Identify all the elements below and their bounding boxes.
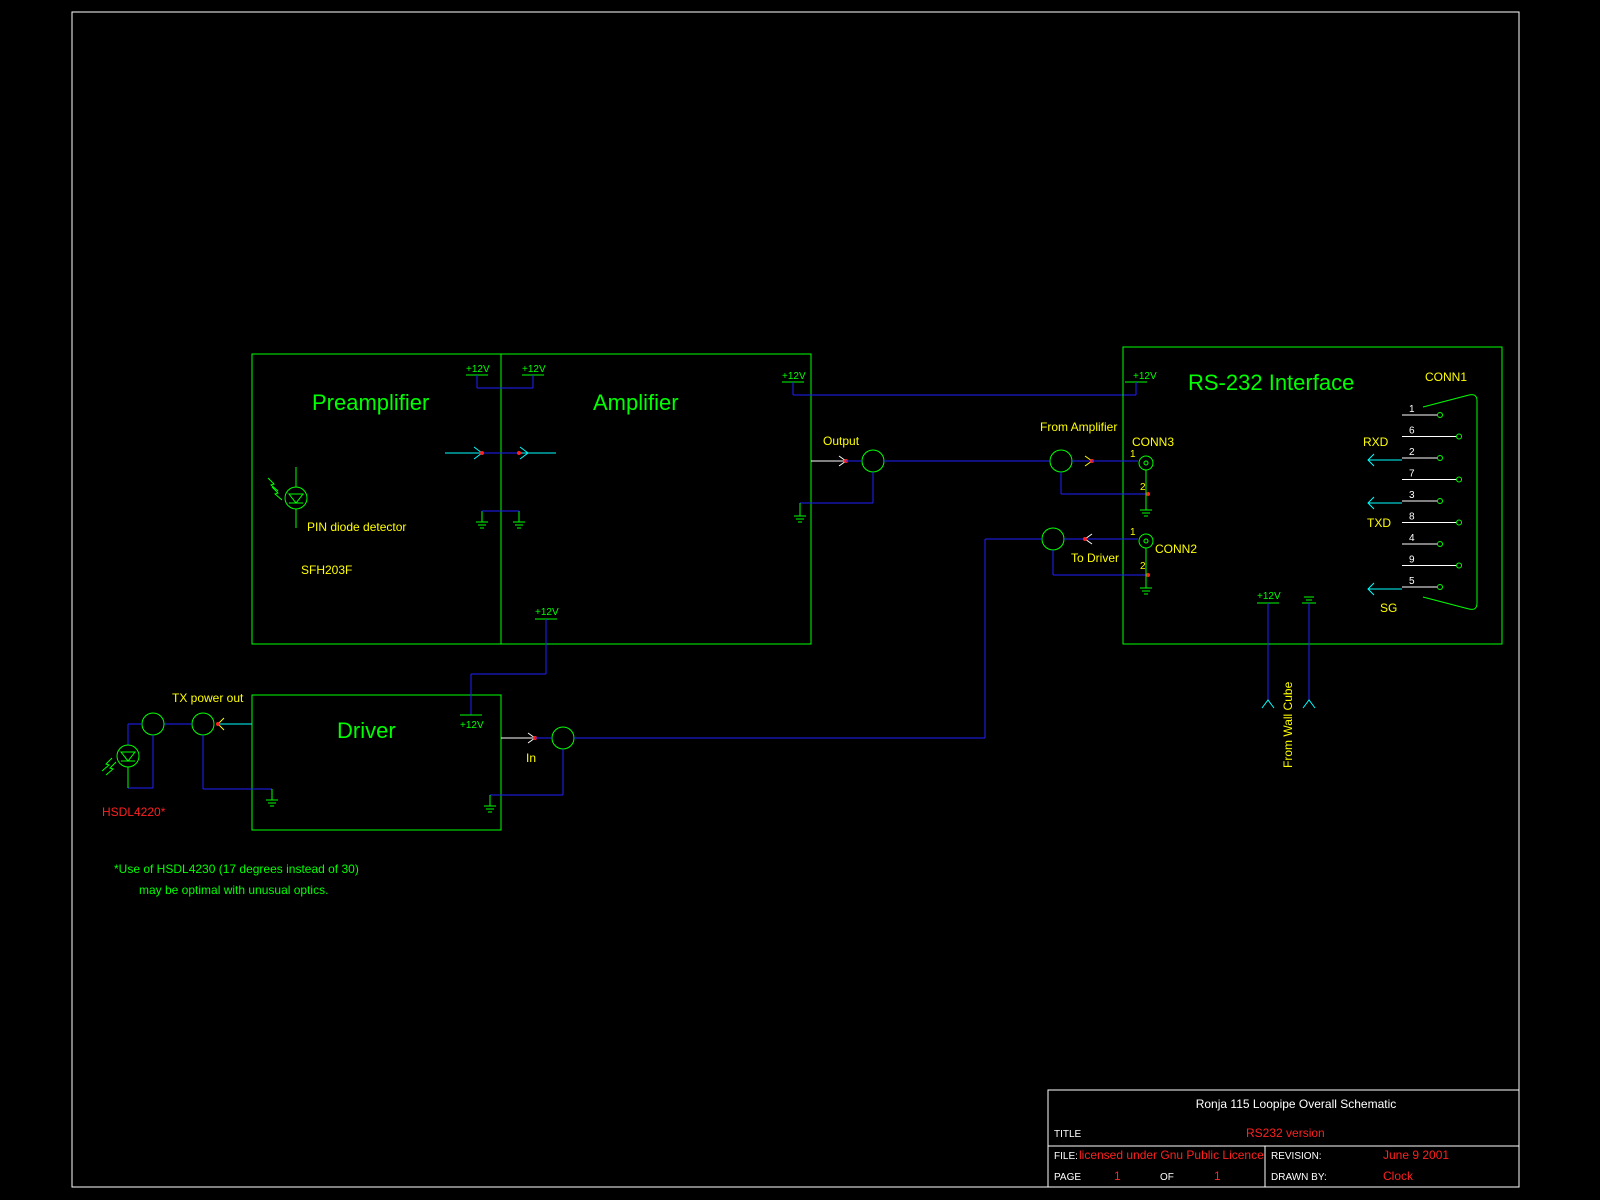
preamplifier-amplifier-block: [251, 353, 812, 645]
db9-pin-label: 9: [1409, 555, 1415, 566]
db9-pin-label: 3: [1409, 490, 1415, 501]
preamplifier-title: Preamplifier: [312, 390, 429, 415]
db9-pin-label: 2: [1409, 447, 1415, 458]
conn2-pin1: 1: [1130, 527, 1136, 538]
conn2-label: CONN2: [1155, 542, 1197, 556]
db9-pin-group: 1 6 2 7 3 8 4 9 5: [1402, 404, 1462, 590]
tx-out-coax-connector: [191, 712, 215, 736]
db9-pin-2: 2: [1402, 447, 1443, 461]
power-tap-amp: +12V: [522, 364, 546, 388]
revision-value: June 9 2001: [1383, 1148, 1449, 1162]
pin-diode-detector-icon: [267, 467, 308, 528]
db9-pin-8: 8: [1402, 512, 1462, 526]
db9-connector-icon: [1422, 394, 1478, 610]
led-coax-connector: [141, 712, 165, 736]
conn3-pin1: 1: [1130, 449, 1136, 460]
sfh-label: SFH203F: [301, 563, 352, 577]
in-label: In: [526, 751, 536, 765]
from-wall-cube-label: From Wall Cube: [1281, 681, 1295, 768]
file-label: FILE:: [1054, 1151, 1078, 1162]
of-label: OF: [1160, 1172, 1174, 1183]
power-tap-preamp: +12V: [466, 364, 490, 388]
drawn-by-label: DRAWN BY:: [1271, 1172, 1327, 1183]
db9-pin-1: 1: [1402, 404, 1443, 418]
rs232-interface-block: [1122, 346, 1503, 645]
conn3-label: CONN3: [1132, 435, 1174, 449]
conn2-pin2: 2: [1140, 561, 1146, 572]
rxd-label: RXD: [1363, 435, 1389, 449]
db9-pin-label: 4: [1409, 533, 1415, 544]
internal-signal-arrows: [445, 446, 556, 460]
ground-symbol-preamp: [476, 511, 488, 529]
sheet-border: [71, 11, 1520, 1188]
page-value: 1: [1114, 1169, 1121, 1183]
power-tap-amp-bottom: +12V: [535, 607, 559, 674]
drawn-by-value: Clock: [1383, 1169, 1414, 1183]
db9-pin-label: 8: [1409, 512, 1415, 523]
power-tap-rs232: +12V: [1125, 371, 1157, 395]
revision-label: REVISION:: [1271, 1151, 1322, 1162]
pin-diode-label: PIN diode detector: [307, 520, 406, 534]
ground-symbol-wallcube: [1302, 596, 1316, 700]
power-tap-amp-out: +12V: [782, 371, 806, 395]
sg-label: SG: [1380, 601, 1397, 615]
title-value: RS232 version: [1246, 1126, 1325, 1140]
db9-pin-label: 1: [1409, 404, 1415, 415]
tx-power-out-label: TX power out: [172, 691, 244, 705]
conn2-icon: [1138, 533, 1154, 595]
db9-pin-7: 7: [1402, 469, 1462, 483]
to-driver-label: To Driver: [1071, 551, 1119, 565]
power-tap-driver: +12V: [460, 714, 484, 731]
footnote-line-1: *Use of HSDL4230 (17 degrees instead of …: [114, 862, 359, 876]
title-block-heading: Ronja 115 Loopipe Overall Schematic: [1196, 1097, 1397, 1111]
ground-symbol-amp-out: [794, 503, 806, 523]
svg-text:+12V: +12V: [1133, 371, 1157, 382]
ground-symbol-tx: [266, 789, 278, 807]
db9-pin-label: 6: [1409, 426, 1415, 437]
footnote-line-2: may be optimal with unusual optics.: [139, 883, 328, 897]
hsdl-label: HSDL4220*: [102, 805, 166, 819]
led-emitter-icon: [101, 744, 140, 788]
svg-text:+12V: +12V: [1257, 591, 1281, 602]
output-label: Output: [823, 434, 860, 448]
svg-text:+12V: +12V: [460, 720, 484, 731]
file-value: licensed under Gnu Public Licence: [1079, 1148, 1264, 1162]
db9-pin-label: 5: [1409, 576, 1415, 587]
svg-text:+12V: +12V: [782, 371, 806, 382]
from-amplifier-label: From Amplifier: [1040, 420, 1117, 434]
conn3-pin2: 2: [1140, 482, 1146, 493]
driver-block: [251, 694, 502, 831]
conn3-icon: [1138, 455, 1154, 517]
db9-pin-4: 4: [1402, 533, 1443, 547]
to-driver-coax-connector: [1041, 527, 1065, 551]
driver-title: Driver: [337, 718, 396, 743]
svg-text:+12V: +12V: [535, 607, 559, 618]
page-label: PAGE: [1054, 1172, 1081, 1183]
wallcube-input-arrows: [1261, 699, 1316, 709]
txd-label: TXD: [1367, 516, 1391, 530]
output-coax-connector: [861, 449, 885, 473]
db9-pin-label: 7: [1409, 469, 1415, 480]
conn1-label: CONN1: [1425, 370, 1467, 384]
db9-pin-6: 6: [1402, 426, 1462, 440]
ground-symbol-driver: [484, 795, 496, 813]
amplifier-title: Amplifier: [593, 390, 679, 415]
from-amplifier-coax-connector: [1049, 449, 1073, 473]
power-tap-wallcube: +12V: [1257, 591, 1281, 700]
svg-text:+12V: +12V: [522, 364, 546, 375]
svg-text:+12V: +12V: [466, 364, 490, 375]
title-label: TITLE: [1054, 1129, 1082, 1140]
driver-in-coax-connector: [551, 726, 575, 750]
of-value: 1: [1214, 1169, 1221, 1183]
db9-pin-3: 3: [1402, 490, 1443, 504]
ground-symbol-amp: [513, 511, 525, 529]
rs232-title: RS-232 Interface: [1188, 370, 1354, 395]
title-block: [1047, 1089, 1520, 1188]
db9-pin-9: 9: [1402, 555, 1462, 569]
db9-pin-5: 5: [1402, 576, 1443, 590]
